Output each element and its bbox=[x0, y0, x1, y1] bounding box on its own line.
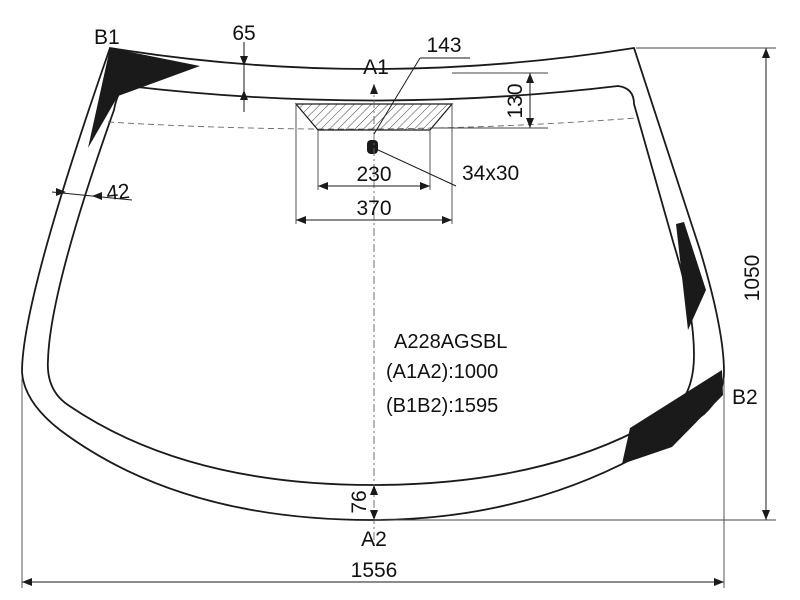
dim-370-arrow-right bbox=[442, 216, 452, 224]
black-band-right-lower bbox=[622, 370, 723, 464]
dim-130-arrow-top bbox=[526, 73, 534, 83]
dim-1050-label: 1050 bbox=[741, 255, 764, 302]
dim-370-label: 370 bbox=[356, 197, 391, 220]
dim-42-arrow-left bbox=[56, 188, 66, 196]
side-length-label: (B1B2):1595 bbox=[386, 395, 498, 417]
dim-370-arrow-left bbox=[296, 216, 306, 224]
dim-130-arrow-bottom bbox=[526, 118, 534, 128]
dim-1050-arrow-top bbox=[762, 48, 770, 58]
dim-42-label: 42 bbox=[105, 180, 131, 205]
dim-65-arrow-top bbox=[240, 56, 248, 66]
black-band-right-upper bbox=[676, 222, 706, 330]
point-b2-label: B2 bbox=[732, 386, 758, 409]
dim-143-leader bbox=[373, 57, 421, 135]
dim-1050-arrow-bottom bbox=[762, 510, 770, 520]
dim-1556-arrow-right bbox=[714, 578, 724, 586]
dim-76-arrow-bottom bbox=[370, 510, 378, 520]
dim-65-label: 65 bbox=[232, 22, 255, 45]
dim-34x30-leader bbox=[375, 148, 457, 187]
dim-230-arrow-left bbox=[318, 182, 328, 190]
dim-1556-arrow-left bbox=[22, 578, 32, 586]
black-band-top-left bbox=[88, 48, 200, 148]
dim-143-label: 143 bbox=[426, 34, 461, 57]
dim-76-arrow-top bbox=[370, 485, 378, 495]
dim-34x30-label: 34x30 bbox=[462, 162, 519, 185]
dim-1556-label: 1556 bbox=[351, 559, 398, 582]
point-b1-label: B1 bbox=[94, 26, 120, 49]
point-a1-arrow bbox=[370, 84, 378, 94]
dim-76-label: 76 bbox=[348, 490, 371, 513]
mirror-pad bbox=[367, 140, 378, 154]
part-code: A228AGSBL bbox=[394, 331, 507, 353]
point-a2-label: A2 bbox=[361, 528, 387, 551]
dim-230-arrow-right bbox=[420, 182, 430, 190]
glass-inner-outline bbox=[46, 85, 695, 486]
dim-42-arrow-right bbox=[92, 192, 102, 200]
dim-230-label: 230 bbox=[356, 163, 391, 186]
point-a1-label: A1 bbox=[363, 56, 389, 79]
dim-130-label: 130 bbox=[504, 83, 527, 118]
glass-outer-outline bbox=[21, 46, 725, 521]
center-height-label: (A1A2):1000 bbox=[386, 361, 498, 383]
dim-65-arrow-bottom bbox=[240, 90, 248, 100]
